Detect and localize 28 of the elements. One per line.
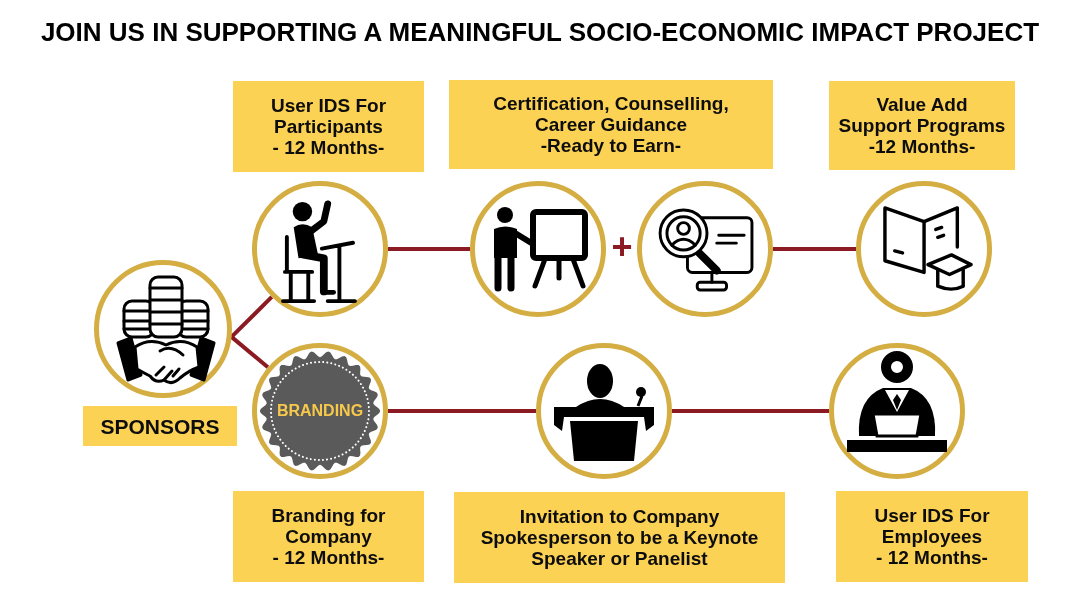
banner-subtitle: -Ready to Earn-: [540, 135, 682, 156]
caption-banner: [836, 491, 1028, 582]
caption-banner: [233, 491, 424, 582]
connector-line: [230, 295, 274, 339]
banner-subtitle: - 12 Months-: [272, 547, 385, 568]
caption-banner: [83, 406, 237, 446]
banner-heading: Invitation to Company Spokesperson to be a Keynote Speaker or Panelist: [480, 506, 759, 569]
connector-line: [388, 409, 536, 413]
banner-subtitle: -12 Months-: [868, 136, 976, 157]
connector-line: [672, 409, 829, 413]
page-title: JOIN US IN SUPPORTING A MEANINGFUL SOCIO-ECONOMIC IMPACT PROJECT: [40, 17, 1040, 47]
banner-subtitle: - 12 Months-: [875, 547, 989, 568]
banner-heading: Value Add Support Programs: [838, 94, 1006, 136]
caption-banner: [233, 81, 424, 172]
banner-subtitle: - 12 Months-: [272, 137, 385, 158]
banner-heading: SPONSORS: [99, 415, 221, 437]
banner-heading: Branding for Company: [271, 505, 386, 547]
banner-heading: User IDS For Participants: [270, 95, 387, 137]
caption-banner: [449, 80, 773, 169]
plus-sign: +: [611, 229, 633, 266]
connector-line: [773, 247, 856, 251]
connector-line: [388, 247, 470, 251]
banner-heading: User IDS For Employees: [873, 505, 991, 547]
banner-heading: Certification, Counselling, Career Guidance: [492, 93, 730, 135]
connector-line: [230, 335, 270, 369]
caption-banner: [829, 81, 1015, 170]
seal-label: BRANDING: [276, 402, 364, 420]
caption-banner: [454, 492, 785, 583]
